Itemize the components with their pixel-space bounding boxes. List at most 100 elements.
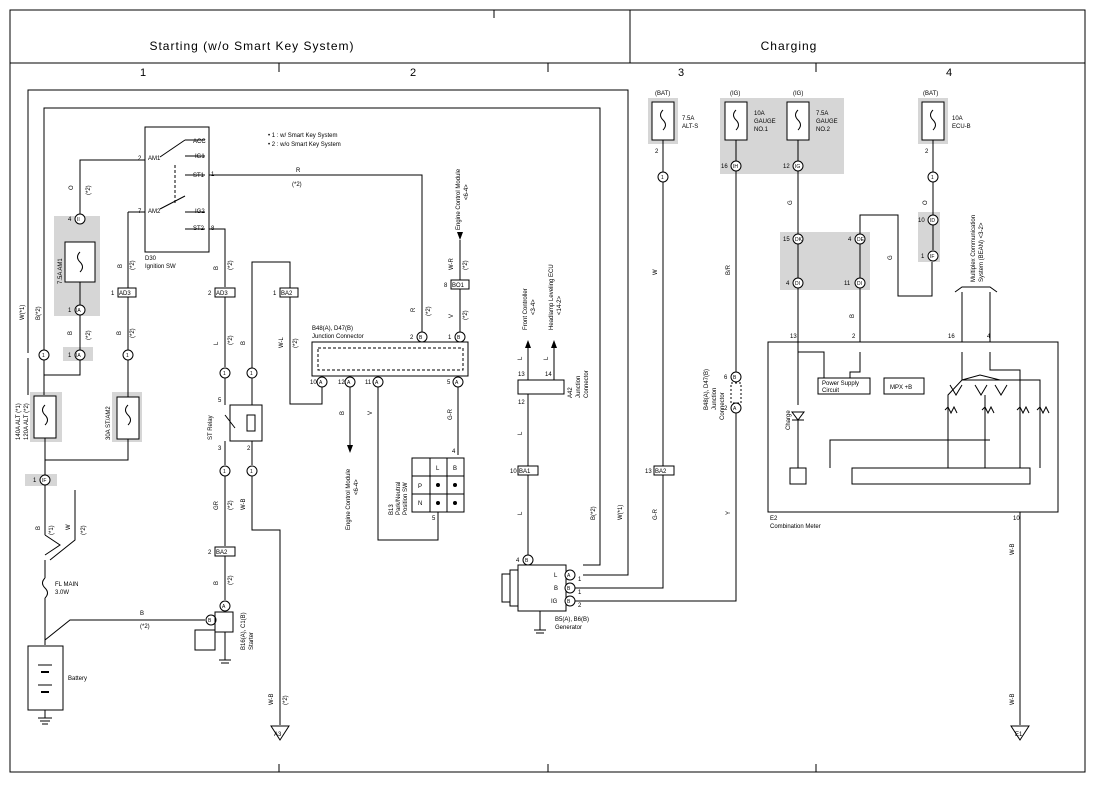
a42-name-1: Junction: [576, 376, 582, 398]
svg-text:4: 4: [68, 217, 72, 223]
svg-text:10: 10: [510, 469, 517, 475]
ecu-b-fuse-2: ECU-B: [952, 124, 971, 130]
svg-text:(*2): (*2): [130, 328, 136, 338]
svg-text:16: 16: [721, 164, 728, 170]
svg-text:2: 2: [208, 550, 212, 556]
ignition-switch-name: Ignition SW: [145, 264, 176, 270]
svg-text:A: A: [455, 380, 459, 386]
svg-text:B/R: B/R: [726, 264, 732, 275]
svg-text:W-B: W-B: [241, 498, 247, 510]
svg-text:A: A: [319, 380, 323, 386]
svg-text:(*1): (*1): [49, 525, 55, 535]
svg-text:L: L: [436, 466, 440, 472]
svg-text:W-B: W-B: [1010, 543, 1016, 555]
svg-text:L: L: [554, 573, 558, 579]
svg-text:W-R: W-R: [449, 257, 455, 270]
svg-text:B: B: [554, 586, 558, 592]
ignition-switch-id: D30: [145, 256, 157, 262]
svg-text:11: 11: [844, 281, 851, 287]
svg-text:GAUGE: GAUGE: [816, 119, 838, 125]
svg-text:3: 3: [218, 446, 222, 452]
svg-text:Power Supply: Power Supply: [822, 381, 859, 387]
svg-text:1: 1: [223, 371, 226, 377]
svg-text:4: 4: [786, 281, 790, 287]
svg-text:V: V: [368, 411, 374, 415]
starter-name: Starter: [249, 632, 255, 650]
svg-text:ST1: ST1: [193, 173, 205, 179]
svg-text:BA1: BA1: [519, 469, 531, 475]
svg-text:(*2): (*2): [130, 260, 136, 270]
svg-text:16: 16: [948, 334, 955, 340]
svg-text:DI: DI: [795, 281, 800, 287]
mpx-b-block: [883, 377, 925, 395]
svg-text:BO1: BO1: [452, 283, 465, 289]
svg-text:G-R: G-R: [448, 408, 454, 420]
svg-text:A: A: [733, 406, 737, 412]
svg-text:W(*1): W(*1): [20, 305, 26, 320]
svg-text:(*2): (*2): [228, 260, 234, 270]
svg-text:(BAT): (BAT): [923, 91, 938, 97]
svg-text:15: 15: [783, 237, 790, 243]
svg-text:1: 1: [68, 308, 72, 314]
ecm-top-label: Engine Control Module: [456, 168, 462, 230]
svg-text:BA2: BA2: [655, 469, 667, 475]
fl-main-label-2: 3.0W: [55, 590, 69, 596]
charge-label: Charge: [786, 410, 792, 430]
generator-id: B5(A), B6(B): [555, 617, 589, 623]
header-right-title: Charging: [761, 39, 818, 53]
svg-text:8: 8: [444, 283, 448, 289]
meter-id: E2: [770, 516, 778, 522]
svg-text:O: O: [69, 185, 75, 190]
headlamp-ecu-label: Headlamp Leveling ECU: [549, 264, 555, 330]
svg-text:R: R: [411, 307, 417, 312]
svg-text:IG: IG: [795, 164, 800, 170]
svg-text:4: 4: [452, 449, 456, 455]
svg-text:B(*2): B(*2): [591, 506, 597, 520]
svg-text:L: L: [544, 356, 550, 360]
svg-text:12: 12: [518, 400, 525, 406]
svg-text:IF: IF: [930, 254, 934, 260]
svg-text:L: L: [214, 341, 220, 345]
svg-text:MPX +B: MPX +B: [890, 385, 912, 391]
st-am2-fuse-label: 30A ST/AM2: [106, 406, 112, 440]
header-left-title: Starting (w/o Smart Key System): [149, 39, 354, 53]
meter-name: Combination Meter: [770, 524, 821, 530]
svg-text:L: L: [518, 356, 524, 360]
ecm-bottom-ref: <6-4>: [354, 479, 360, 495]
svg-text:5: 5: [218, 398, 222, 404]
svg-text:12: 12: [338, 380, 345, 386]
alt-fuse-label-2: 120A ALT (*2): [24, 403, 30, 440]
generator: [517, 564, 567, 612]
note-no-smart-key: • 2 : w/o Smart Key System: [268, 142, 341, 148]
svg-text:4: 4: [516, 558, 520, 564]
jc-id: B48(A), D47(B): [312, 326, 353, 332]
svg-text:4: 4: [987, 334, 991, 340]
svg-text:E1: E1: [1015, 732, 1023, 738]
ecu-b-fuse-1: 10A: [952, 116, 963, 122]
fl-main-label-1: FL MAIN: [55, 582, 78, 588]
starter: [214, 611, 234, 633]
jc2-name-2: Connector: [720, 392, 726, 420]
ground-e1: [1010, 725, 1030, 741]
svg-text:B: B: [340, 411, 346, 415]
svg-text:5: 5: [447, 380, 451, 386]
svg-text:DE: DE: [857, 237, 865, 243]
svg-text:2: 2: [138, 156, 142, 162]
svg-text:1: 1: [250, 371, 253, 377]
svg-text:B(*2): B(*2): [36, 306, 42, 320]
svg-text:1: 1: [111, 291, 115, 297]
svg-text:1: 1: [578, 577, 582, 583]
park-name-2: Position SW: [403, 482, 409, 515]
svg-text:GAUGE: GAUGE: [754, 119, 776, 125]
svg-text:G-R: G-R: [653, 508, 659, 520]
svg-text:4: 4: [848, 237, 852, 243]
svg-text:B: B: [208, 618, 212, 624]
svg-text:L: L: [518, 511, 524, 515]
svg-text:B: B: [850, 314, 856, 318]
svg-text:(*2): (*2): [426, 306, 432, 316]
svg-text:W(*1): W(*1): [618, 505, 624, 520]
svg-text:L: L: [518, 431, 524, 435]
column-4-label: 4: [946, 67, 952, 79]
svg-text:(*2): (*2): [463, 310, 469, 320]
svg-text:5: 5: [432, 516, 436, 522]
